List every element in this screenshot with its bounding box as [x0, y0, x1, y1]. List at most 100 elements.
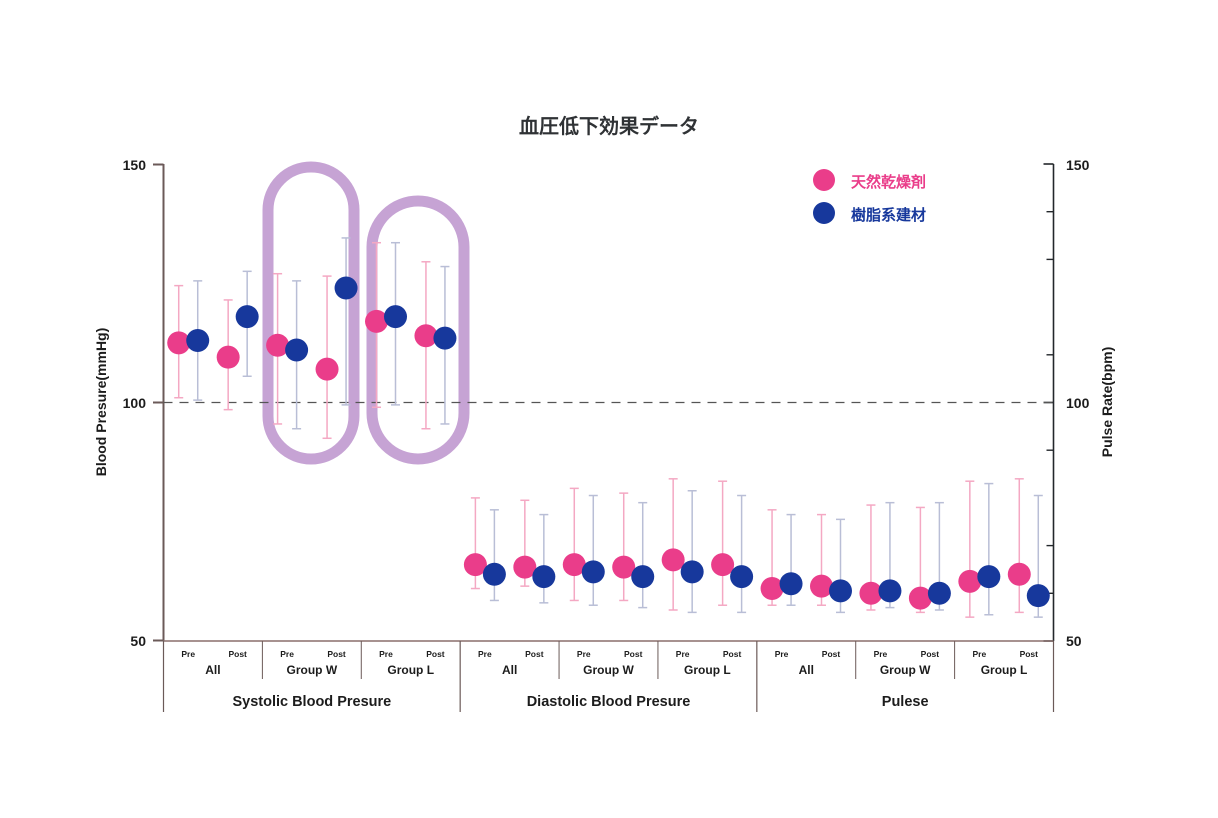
data-point-marker[interactable] [859, 581, 883, 605]
section-label: Diastolic Blood Presure [527, 694, 691, 710]
data-point-marker[interactable] [711, 553, 735, 577]
right-axis: 150 100 50 Pulse Rate(bpm) [1043, 157, 1115, 649]
data-point-marker[interactable] [958, 569, 982, 593]
data-point-marker[interactable] [167, 331, 191, 355]
data-point-group [779, 513, 803, 606]
data-point-marker[interactable] [433, 326, 457, 350]
data-point-marker[interactable] [235, 305, 259, 329]
data-point-marker[interactable] [760, 577, 784, 601]
data-point-marker[interactable] [1007, 562, 1031, 586]
data-point-marker[interactable] [562, 553, 586, 577]
data-point-marker[interactable] [285, 338, 309, 362]
data-point-marker[interactable] [532, 565, 556, 589]
timepoint-label: Pre [478, 649, 492, 659]
timepoint-label: Pre [379, 649, 393, 659]
timepoint-label: Post [822, 649, 841, 659]
data-point-group [216, 299, 240, 411]
right-axis-tick-50: 50 [1066, 633, 1082, 649]
section-label: Systolic Blood Presure [232, 694, 391, 710]
data-point-group [680, 489, 704, 614]
data-point-marker[interactable] [612, 555, 636, 579]
data-point-marker[interactable] [927, 581, 951, 605]
group-label: Group W [287, 663, 338, 677]
data-point-group [562, 487, 586, 602]
data-point-marker[interactable] [977, 565, 1001, 589]
data-point-group [612, 492, 636, 602]
timepoint-label: Pre [775, 649, 789, 659]
data-point-group [414, 261, 438, 430]
group-label: All [502, 663, 517, 677]
data-point-marker[interactable] [384, 305, 407, 329]
highlight-oval[interactable] [262, 161, 360, 465]
timepoint-label: Pre [874, 649, 888, 659]
left-axis-tick-150: 150 [123, 157, 147, 173]
left-axis-title: Blood Presure(mmHg) [93, 328, 109, 477]
legend-swatch-pink [813, 169, 835, 191]
data-point-marker[interactable] [631, 565, 655, 589]
data-point-marker[interactable] [1026, 584, 1050, 608]
timepoint-label: Post [327, 649, 346, 659]
data-point-group [977, 482, 1001, 616]
data-point-marker[interactable] [829, 579, 852, 603]
data-point-group [167, 284, 191, 399]
data-point-marker[interactable] [680, 560, 704, 584]
timepoint-label: Pre [577, 649, 591, 659]
data-point-marker[interactable] [513, 555, 537, 579]
data-point-marker[interactable] [414, 324, 438, 348]
data-point-group [878, 501, 902, 609]
data-point-marker[interactable] [661, 548, 685, 572]
data-point-group [384, 241, 407, 406]
highlight-ovals [262, 161, 470, 465]
data-point-group [760, 509, 784, 606]
timepoint-label: Post [921, 649, 940, 659]
data-point-group [186, 280, 210, 401]
data-point-marker[interactable] [334, 276, 358, 300]
data-point-marker[interactable] [365, 309, 388, 333]
data-point-marker[interactable] [810, 574, 833, 598]
data-point-marker[interactable] [216, 345, 240, 369]
data-point-group [927, 501, 951, 611]
data-point-group [711, 480, 735, 606]
section-label: Pulese [882, 694, 929, 710]
right-axis-tick-150: 150 [1066, 157, 1090, 173]
left-axis-tick-50: 50 [130, 633, 146, 649]
data-series-layer [167, 237, 1050, 618]
timepoint-label: Pre [181, 649, 195, 659]
group-label: Group W [880, 663, 931, 677]
data-point-group [266, 272, 290, 425]
data-point-marker[interactable] [315, 357, 339, 381]
data-point-group [334, 237, 358, 406]
data-point-group [513, 499, 537, 587]
data-point-marker[interactable] [908, 586, 932, 610]
group-label: Group W [583, 663, 634, 677]
data-point-marker[interactable] [463, 553, 487, 577]
data-point-marker[interactable] [482, 562, 506, 586]
data-point-group [908, 506, 932, 614]
data-point-group [958, 480, 982, 618]
timepoint-label: Post [525, 649, 544, 659]
legend-label-natural-desiccant[interactable]: 天然乾燥剤 [851, 173, 926, 191]
data-point-marker[interactable] [878, 579, 902, 603]
data-point-group [810, 513, 833, 606]
data-point-group [235, 270, 259, 378]
left-axis-tick-100: 100 [123, 395, 147, 411]
data-point-marker[interactable] [581, 560, 605, 584]
legend-label-resin-material[interactable]: 樹脂系建材 [851, 206, 926, 224]
data-point-group [1026, 494, 1050, 618]
data-point-marker[interactable] [266, 333, 290, 357]
timepoint-label: Post [723, 649, 742, 659]
data-point-group [315, 275, 339, 440]
data-point-marker[interactable] [730, 565, 754, 589]
data-point-marker[interactable] [779, 572, 803, 596]
data-point-group [285, 280, 309, 430]
timepoint-label: Post [1020, 649, 1039, 659]
data-point-marker[interactable] [186, 328, 210, 352]
data-point-group [1007, 478, 1031, 614]
right-axis-title: Pulse Rate(bpm) [1099, 347, 1115, 457]
group-label: Group L [684, 663, 731, 677]
timepoint-label: Post [426, 649, 445, 659]
group-label: All [799, 663, 814, 677]
data-point-group [532, 513, 556, 604]
